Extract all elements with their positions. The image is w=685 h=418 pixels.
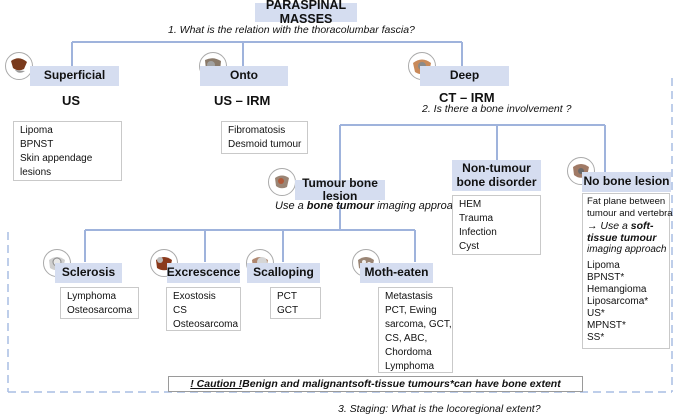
no-bone-note-3: → Use a soft- [587,220,654,232]
list-item: MPNST* [587,320,626,331]
non-tumour-header: Non-tumour bone disorder [452,160,541,191]
superficial-modality: US [62,93,81,108]
list-item: PCT, Ewing [385,305,437,316]
no-bone-panel: Fat plane between tumour and vertebra → … [582,193,673,349]
sclerosis-list: Lymphoma Osteosarcoma [60,287,139,319]
moth-eaten-header: Moth-eaten [360,263,433,283]
caution-label: ! Caution ! [190,378,243,390]
list-item: Lymphoma [67,291,117,302]
deep-modality: CT – IRM [439,90,495,105]
scalloping-header: Scalloping [247,263,320,283]
list-item: sarcoma, GCT, [385,319,452,330]
list-item: Lipoma [587,260,620,271]
list-item: Fibromatosis [228,125,286,136]
list-item: SS* [587,332,605,343]
list-item: HEM [459,199,482,210]
onto-header: Onto [200,66,288,86]
question-2: 2. Is there a bone involvement ? [422,103,572,115]
list-item: Osteosarcoma [173,319,239,330]
list-item: Trauma [459,213,494,224]
list-item: BPNST* [587,272,625,283]
sclerosis-header: Sclerosis [55,263,122,283]
list-item: US* [587,308,605,319]
page-title: PARASPINAL MASSES [265,0,347,26]
tumour-bone-header: Tumour bone lesion [295,176,385,203]
excrescence-header: Excrescence [167,263,240,283]
list-item: Lymphoma [385,361,435,372]
list-item: Hemangioma [587,284,647,295]
list-item: Osteosarcoma [67,305,133,316]
no-bone-note-4: tissue tumour [587,232,657,244]
tumour-bone-note: Use a bone tumour imaging approach [275,200,465,212]
list-item: Skin appendage [20,153,93,164]
list-item: GCT [277,305,299,316]
no-bone-note-1: Fat plane between [587,196,666,207]
non-tumour-list: HEM Trauma Infection Cyst [452,195,541,255]
list-item: BPNST [20,139,54,150]
question-1: 1. What is the relation with the thoraco… [168,24,415,36]
superficial-header: Superficial [30,66,119,86]
list-item: CS, ABC, [385,333,428,344]
list-item: CS [173,305,187,316]
list-item: Liposarcoma* [587,296,649,307]
no-bone-note-2: tumour and vertebra [587,208,673,219]
onto-list: Fibromatosis Desmoid tumour [221,121,308,154]
excrescence-list: Exostosis CS Osteosarcoma [166,287,241,331]
moth-eaten-list: Metastasis PCT, Ewing sarcoma, GCT, CS, … [378,287,453,373]
list-item: Chordoma [385,347,432,358]
list-item: PCT [277,291,297,302]
list-item: Desmoid tumour [228,139,302,150]
list-item: lesions [20,167,52,178]
question-3: 3. Staging: What is the locoregional ext… [338,403,541,415]
tumour-bone-image-icon [268,168,296,196]
onto-modality: US – IRM [214,93,271,108]
arrow-right-icon: → [587,220,598,232]
list-item: Infection [459,227,497,238]
scalloping-list: PCT GCT [270,287,321,319]
no-bone-header: No bone lesion [582,172,671,192]
list-item: Cyst [459,241,479,252]
no-bone-note-5: imaging approach [587,244,667,255]
list-item: Metastasis [385,291,433,302]
list-item: Exostosis [173,291,216,302]
list-item: Lipoma [20,125,53,136]
superficial-list: Lipoma BPNST Skin appendage lesions [13,121,122,181]
superficial-image-icon [5,52,33,80]
deep-header: Deep [420,66,509,86]
caution-banner: ! Caution ! Benign and malignant soft-ti… [168,376,583,392]
title-box: PARASPINAL MASSES [255,0,357,25]
